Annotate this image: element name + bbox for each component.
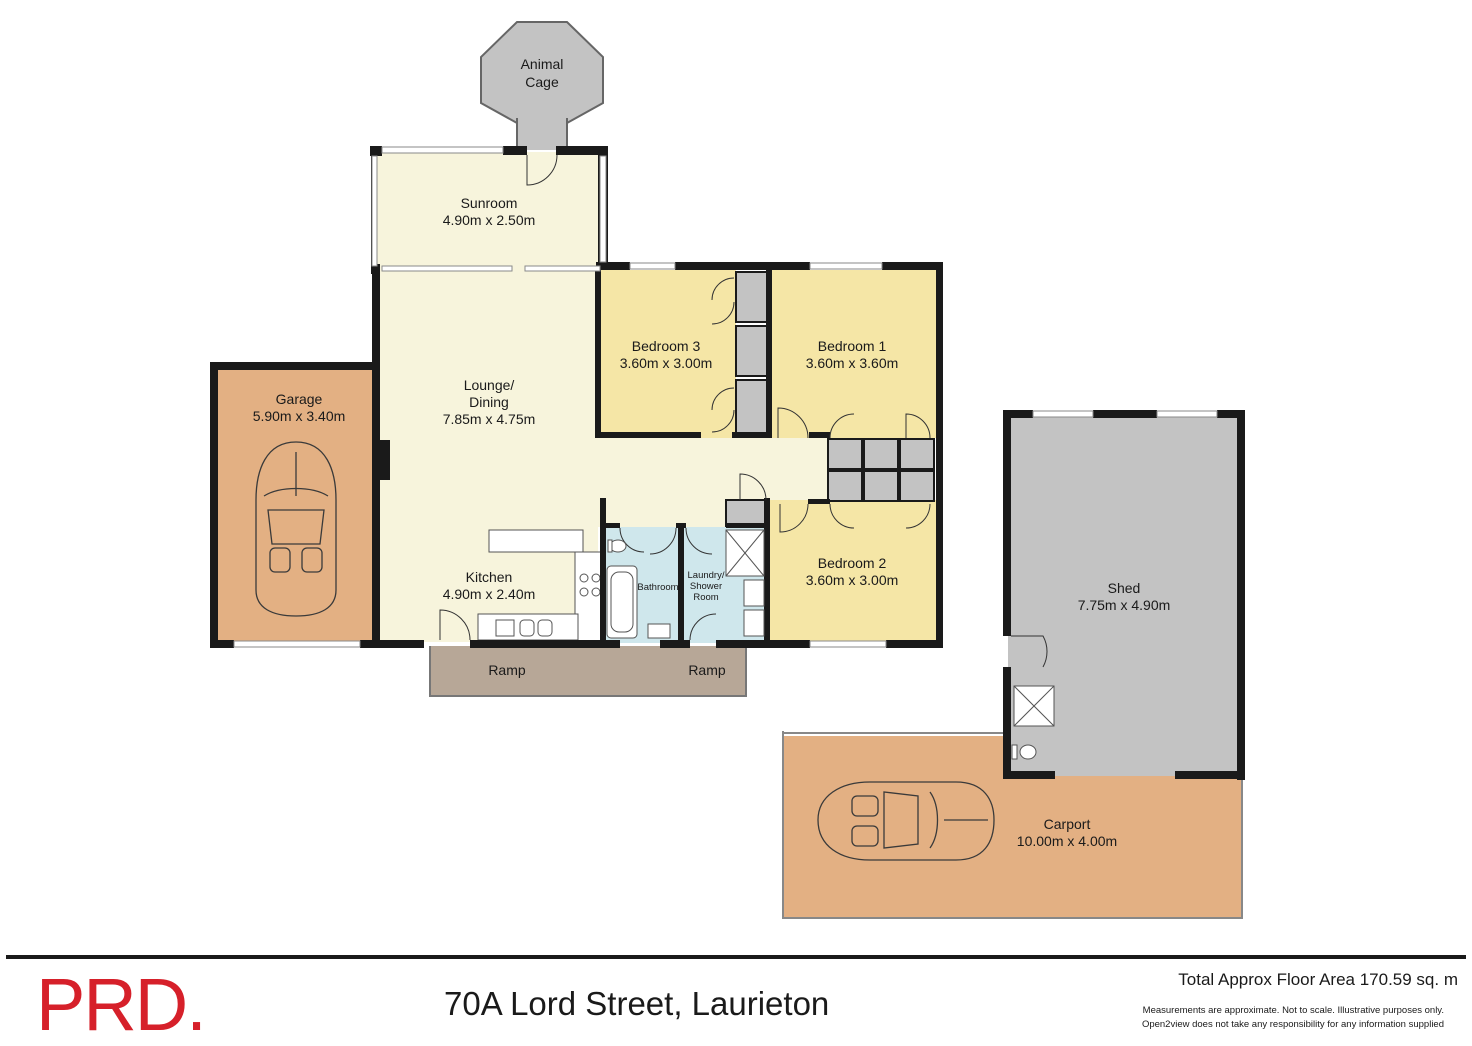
laundry-label: Laundry/ xyxy=(688,570,725,581)
shed-size: 7.75m x 4.90m xyxy=(1078,597,1171,613)
bedroom2-label: Bedroom 2 xyxy=(818,555,887,571)
doors xyxy=(439,154,1048,668)
animal-cage-label-2: Cage xyxy=(525,74,559,90)
shed-label: Shed xyxy=(1108,580,1141,596)
bathroom-label: Bathroom xyxy=(637,582,678,593)
sunroom-label: Sunroom xyxy=(461,195,518,211)
disclaimer: Measurements are approximate. Not to sca… xyxy=(1114,1004,1444,1032)
garage-size: 5.90m x 3.40m xyxy=(253,408,346,424)
wardrobes xyxy=(725,271,935,527)
brand-logo: PRD. xyxy=(36,963,207,1046)
bedroom3-label: Bedroom 3 xyxy=(632,338,701,354)
garage-label: Garage xyxy=(276,391,323,407)
bedroom1-label: Bedroom 1 xyxy=(818,338,887,354)
animal-cage-label: Animal xyxy=(521,56,564,72)
carport-car-icon xyxy=(817,781,995,861)
bedroom2-floor xyxy=(768,500,936,643)
disclaimer-line-1: Measurements are approximate. Not to sca… xyxy=(1142,1005,1444,1016)
laundry-label-2: Shower xyxy=(690,581,722,592)
kitchen-size: 4.90m x 2.40m xyxy=(443,586,536,602)
garage-car-icon xyxy=(255,441,337,617)
carport-label: Carport xyxy=(1044,816,1091,832)
bedroom3-floor xyxy=(598,270,736,438)
animal-cage xyxy=(480,21,604,150)
kitchen-label: Kitchen xyxy=(466,569,513,585)
garage-floor xyxy=(216,370,376,642)
bedroom3-size: 3.60m x 3.00m xyxy=(620,355,713,371)
lounge-floor xyxy=(377,270,598,642)
bedroom1-floor xyxy=(770,270,936,438)
walls xyxy=(210,146,1245,780)
sunroom-floor xyxy=(377,152,606,270)
lounge-label: Lounge/ xyxy=(464,377,515,393)
lounge-label-2: Dining xyxy=(469,394,509,410)
footer-divider xyxy=(6,955,1466,959)
ramp-floor xyxy=(430,646,746,696)
lounge-size: 7.85m x 4.75m xyxy=(443,411,536,427)
property-address: 70A Lord Street, Laurieton xyxy=(444,985,830,1022)
total-floor-area: Total Approx Floor Area 170.59 sq. m xyxy=(1178,970,1458,989)
bathroom-fixtures xyxy=(606,529,1055,760)
bedroom1-size: 3.60m x 3.60m xyxy=(806,355,899,371)
ramp-right-label: Ramp xyxy=(688,662,726,678)
laundry-label-3: Room xyxy=(693,592,718,603)
floor-plan: Animal Cage Sunroom 4.90m x 2.50m Lounge… xyxy=(210,21,1245,919)
ramp-left-label: Ramp xyxy=(488,662,526,678)
disclaimer-line-2: Open2view does not take any responsibili… xyxy=(1141,1019,1444,1030)
carport-size: 10.00m x 4.00m xyxy=(1017,833,1117,849)
carport-shed-overlap xyxy=(1008,736,1240,776)
windows xyxy=(233,146,1218,648)
bedroom2-size: 3.60m x 3.00m xyxy=(806,572,899,588)
sunroom-size: 4.90m x 2.50m xyxy=(443,212,536,228)
